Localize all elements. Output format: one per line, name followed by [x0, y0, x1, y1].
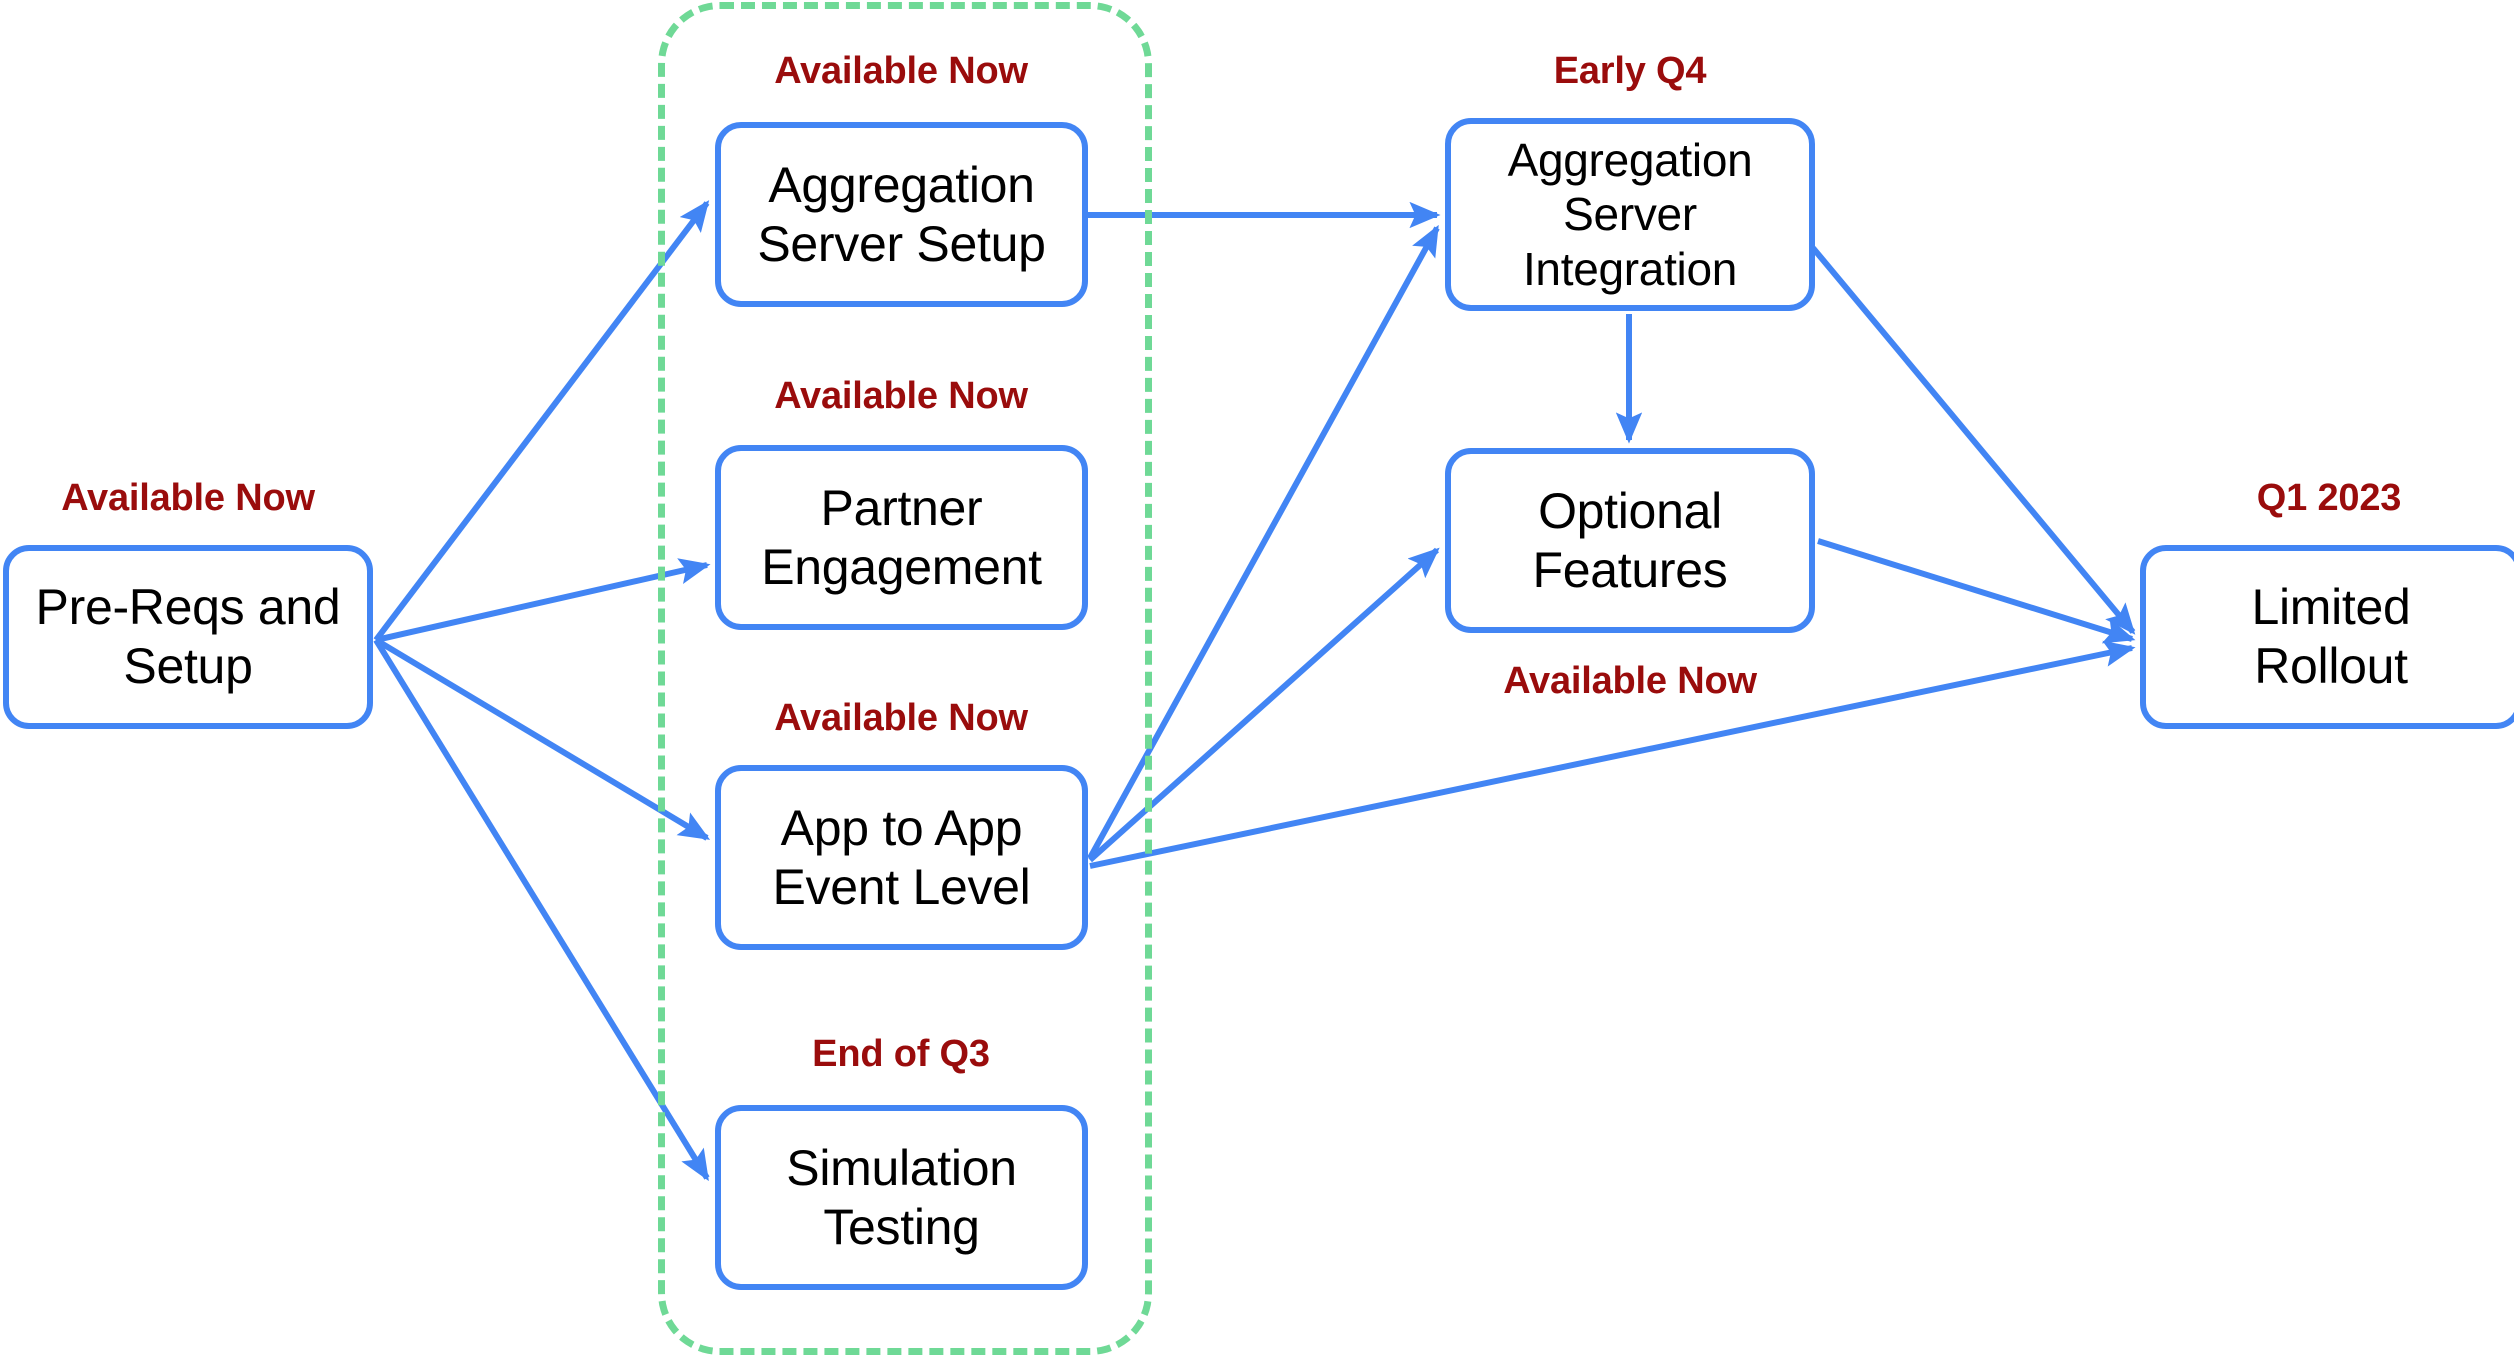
tag-app-to-app: Available Now [774, 697, 1028, 739]
edge-paths [373, 200, 2136, 1182]
tag-aggregation-server-integration: Early Q4 [1553, 50, 1707, 92]
node-aggregation-server-setup[interactable]: Aggregation Server Setup [715, 122, 1088, 307]
node-simulation-testing[interactable]: Simulation Testing [715, 1105, 1088, 1290]
edge-optional-features-to-limited-rollout [1817, 538, 2136, 644]
available-now-group-boundary [658, 2, 1152, 1355]
tag-pre-reqs: Available Now [61, 477, 315, 519]
node-pre-reqs[interactable]: Pre-Reqs and Setup [3, 545, 373, 729]
tag-optional-features: Available Now [1503, 660, 1757, 702]
node-partner-engagement[interactable]: Partner Engagement [715, 445, 1088, 630]
tag-partner-engagement: Available Now [774, 375, 1028, 417]
tag-limited-rollout: Q1 2023 [2256, 477, 2402, 519]
node-optional-features[interactable]: Optional Features [1445, 448, 1815, 633]
edge-integration-to-limited-rollout [1810, 246, 2136, 635]
node-limited-rollout[interactable]: Limited Rollout [2140, 545, 2514, 729]
node-aggregation-server-integration[interactable]: Aggregation Server Integration [1445, 118, 1815, 311]
tag-simulation-testing: End of Q3 [812, 1033, 990, 1075]
tag-aggregation-server-setup: Available Now [774, 50, 1028, 92]
node-app-to-app-event-level[interactable]: App to App Event Level [715, 765, 1088, 950]
